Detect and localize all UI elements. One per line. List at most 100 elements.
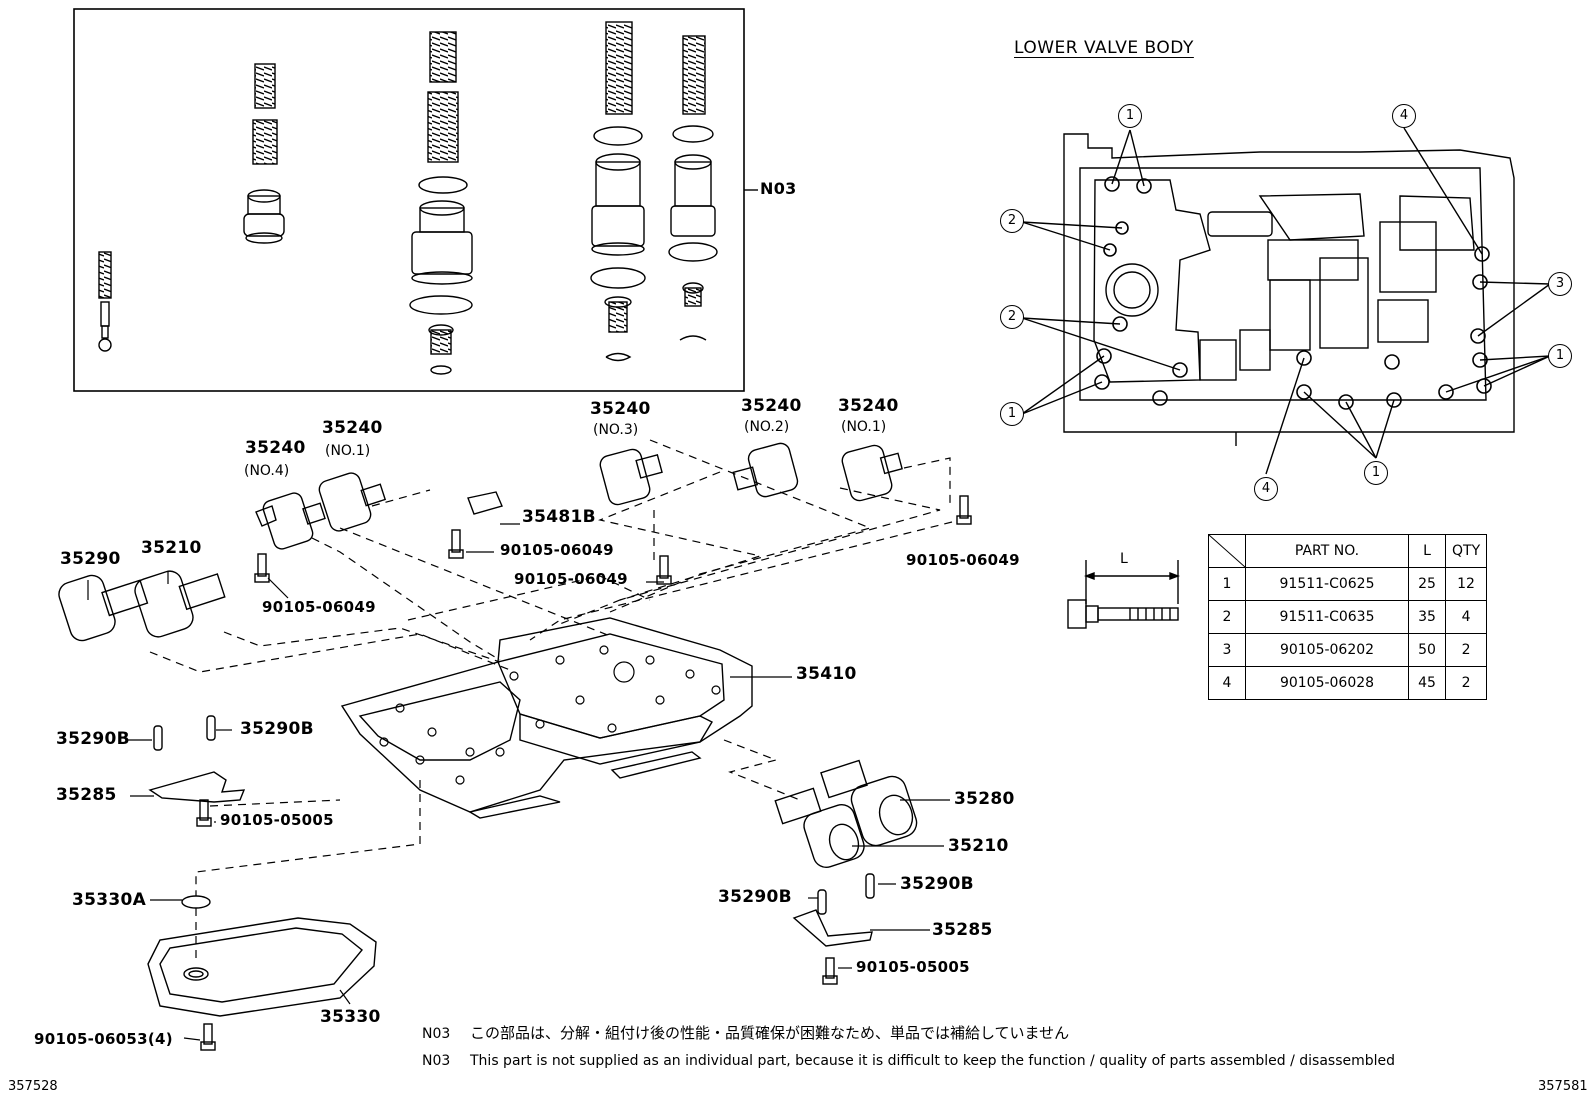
figure-id-left: 357528 [8,1079,58,1094]
label-35240-no4: 35240 [245,438,306,458]
solenoid-35280-right [820,759,918,847]
label-35240-no1-left-sub: (NO.1) [325,443,371,459]
solenoid-35210-right [774,787,865,868]
table-header-corner [1208,534,1246,568]
callout-1-bottom: 1 [1364,461,1388,485]
note-jp-text: この部品は、分解・組付け後の性能・品質確保が困難なため、単品では補給していません [470,1024,1070,1042]
label-35240-no3-sub: (NO.3) [593,422,639,438]
table-cell: 50 [1408,633,1446,667]
label-35240-no1-left: 35240 [322,418,383,438]
solenoid-35210-left [134,570,226,638]
table-cell: 90105-06028 [1245,666,1409,700]
label-35285-left: 35285 [56,785,117,805]
table-row: 3 90105-06202 50 2 [1208,633,1488,667]
label-35290b-c: 35290B [718,887,792,907]
solenoid-no3 [599,448,663,506]
lower-valve-body-title: LOWER VALVE BODY [1014,38,1194,58]
callout-2-lower: 2 [1000,305,1024,329]
pins [153,715,875,915]
table-header-part-no: PART NO. [1245,534,1409,568]
label-90105-06049-c: 90105-06049 [906,551,1020,569]
n03-kit-box [73,8,758,392]
label-35290b-d: 35290B [900,874,974,894]
label-35240-no1-right: 35240 [838,396,899,416]
table-cell: 90105-06202 [1245,633,1409,667]
label-90105-06049-b: 90105-06049 [514,570,628,588]
label-90105-06049-a: 90105-06049 [500,541,614,559]
table-row: 2 91511-C0635 35 4 [1208,600,1488,634]
callout-4-bottom: 4 [1254,477,1278,501]
note-en-text: This part is not supplied as an individu… [470,1053,1396,1069]
plate-35285-right [792,909,873,947]
lower-valve-body-view [1021,127,1551,475]
table-cell: 3 [1208,633,1246,667]
o-ring-35330a [181,895,211,909]
table-cell: 45 [1408,666,1446,700]
table-cell: 2 [1444,633,1488,667]
label-35481b: 35481B [522,507,596,527]
bolt-spec-table: PART NO. L QTY 1 91511-C0625 25 12 2 915… [1208,534,1488,700]
label-35240-no4-sub: (NO.4) [244,463,290,479]
table-cell: 35 [1408,600,1446,634]
label-35410: 35410 [796,664,857,684]
table-header-qty: QTY [1444,534,1488,568]
table-header-row: PART NO. L QTY [1208,534,1488,568]
table-row: 1 91511-C0625 25 12 [1208,567,1488,601]
label-35240-no1-right-sub: (NO.1) [841,419,887,435]
label-35210-right: 35210 [948,836,1009,856]
solenoid-no1-left [318,472,387,532]
note-jp-code: N03 [422,1026,451,1042]
oil-strainer-35330 [147,917,377,1017]
solenoid-35290-left [58,574,149,642]
assembly-lines [149,439,953,962]
bolts [196,491,972,1051]
label-90105-05005-left: 90105-05005 [220,811,334,829]
label-35330: 35330 [320,1007,381,1027]
callout-1-left: 1 [1000,402,1024,426]
table-cell: 25 [1408,567,1446,601]
label-35240-no3: 35240 [590,399,651,419]
label-35290b-a: 35290B [56,729,130,749]
table-row: 4 90105-06028 45 2 [1208,666,1488,700]
bolt-length-label: L [1120,551,1128,567]
note-en-code: N03 [422,1053,451,1069]
plate-35285-left [148,771,246,803]
label-n03: N03 [760,179,797,198]
figure-id-right: 357581 [1538,1079,1588,1094]
valve-stack-e [668,35,718,341]
label-35290: 35290 [60,549,121,569]
callout-2-upper: 2 [1000,209,1024,233]
callout-3-right: 3 [1548,272,1572,296]
label-35240-no2-sub: (NO.2) [744,419,790,435]
label-35290b-b: 35290B [240,719,314,739]
table-cell: 12 [1444,567,1488,601]
label-35280: 35280 [954,789,1015,809]
label-35210-left: 35210 [141,538,202,558]
bolt-dimension-diagram [1067,560,1180,629]
valve-body-35410 [340,617,753,819]
label-90105-06049-d: 90105-06049 [262,598,376,616]
valve-stack-a [98,251,112,352]
label-35330a: 35330A [72,890,147,910]
solenoid-no2 [732,442,799,498]
table-cell: 1 [1208,567,1246,601]
callout-4-top: 4 [1392,104,1416,128]
label-90105-05005-right: 90105-05005 [856,958,970,976]
valve-stack-c [409,31,473,375]
solenoid-no1-right [841,444,903,502]
table-cell: 4 [1444,600,1488,634]
table-cell: 91511-C0635 [1245,600,1409,634]
table-cell: 91511-C0625 [1245,567,1409,601]
label-35240-no2: 35240 [741,396,802,416]
label-90105-06053: 90105-06053(4) [34,1030,173,1048]
table-cell: 2 [1208,600,1246,634]
callout-1-right: 1 [1548,344,1572,368]
valve-stack-b [243,63,285,244]
table-cell: 4 [1208,666,1246,700]
solenoid-no4 [255,492,326,550]
table-cell: 2 [1444,666,1488,700]
valve-stack-d [590,21,646,362]
label-35285-right: 35285 [932,920,993,940]
table-header-l: L [1408,534,1446,568]
